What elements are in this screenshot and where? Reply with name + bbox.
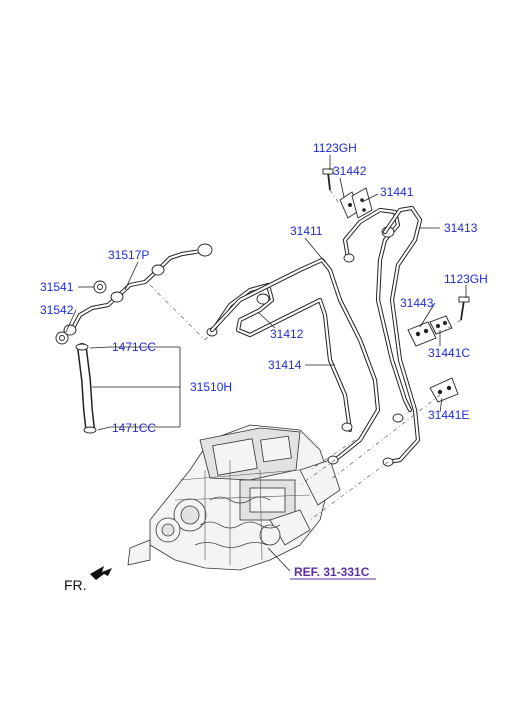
part-31542 bbox=[55, 331, 69, 345]
label-31517P: 31517P bbox=[108, 248, 149, 262]
label-31542: 31542 bbox=[40, 303, 74, 317]
label-31510H: 31510H bbox=[190, 380, 232, 394]
front-label: FR. bbox=[64, 577, 87, 593]
clamp-31441 bbox=[351, 187, 373, 219]
label-1123GH-top: 1123GH bbox=[313, 141, 357, 155]
hose-31510H bbox=[75, 343, 97, 434]
label-31414: 31414 bbox=[268, 358, 302, 372]
injection-pipe-31411 bbox=[209, 257, 381, 465]
label-31441E: 31441E bbox=[428, 408, 469, 422]
label-1471CC-bottom: 1471CC bbox=[112, 421, 156, 435]
front-direction-marker: FR. bbox=[64, 566, 112, 593]
part-31541 bbox=[93, 280, 107, 294]
projection-lines bbox=[149, 189, 462, 521]
label-31413: 31413 bbox=[444, 221, 478, 235]
label-31411: 31411 bbox=[290, 224, 323, 238]
bolt-1123GH-right bbox=[458, 296, 470, 321]
clamp-plate-31441C bbox=[429, 315, 453, 335]
label-1471CC-top: 1471CC bbox=[112, 340, 156, 354]
bolt-1123GH-top bbox=[322, 168, 334, 191]
injection-pipe-31412 bbox=[206, 282, 353, 433]
clamp-plate-31441E bbox=[429, 377, 459, 403]
label-31443: 31443 bbox=[400, 296, 434, 310]
return-pipe-31517P bbox=[63, 243, 213, 336]
reference-label[interactable]: REF. 31-331C bbox=[294, 565, 370, 579]
label-31441: 31441 bbox=[380, 185, 414, 199]
label-31541: 31541 bbox=[40, 280, 74, 294]
label-31441C: 31441C bbox=[428, 346, 470, 360]
injection-pump-illustration bbox=[127, 424, 341, 571]
leader-lines bbox=[65, 155, 467, 572]
injection-pipe-31413 bbox=[382, 205, 423, 467]
arrow-left-down-icon bbox=[90, 566, 112, 580]
label-31412: 31412 bbox=[270, 327, 304, 341]
label-31442: 31442 bbox=[333, 164, 367, 178]
label-1123GH-right: 1123GH bbox=[444, 272, 488, 286]
